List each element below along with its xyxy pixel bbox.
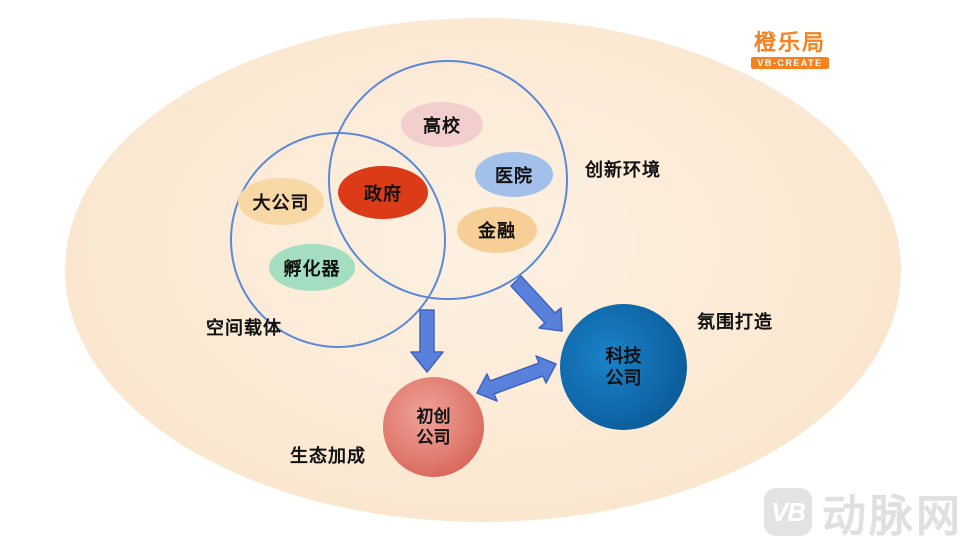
node-university: 高校 xyxy=(401,102,483,147)
node-incubator: 孵化器 xyxy=(269,244,355,291)
vb-badge-icon: VB xyxy=(764,488,812,536)
label-space-carrier: 空间载体 xyxy=(206,318,282,338)
tech-company-label-line1: 科技 xyxy=(605,345,642,366)
label-innovation-environment: 创新环境 xyxy=(585,160,661,180)
startup-company-label-line2: 公司 xyxy=(416,428,451,447)
node-incubator-label: 孵化器 xyxy=(283,258,341,279)
brand-logo-text: 橙乐局 xyxy=(753,30,826,55)
brand-logo-subtext: VB-CREATE xyxy=(751,57,829,70)
node-finance-label: 金融 xyxy=(478,221,516,241)
watermark-name: 动脉网 xyxy=(822,492,960,541)
watermark: VB 动脉网 xyxy=(764,480,960,544)
circle-tech-company: 科技 公司 xyxy=(560,304,687,430)
node-hospital: 医院 xyxy=(475,152,553,197)
node-government: 政府 xyxy=(338,166,428,219)
node-big-company: 大公司 xyxy=(238,178,324,225)
node-big-company-label: 大公司 xyxy=(252,192,310,213)
label-atmosphere-building: 氛围打造 xyxy=(697,312,773,332)
node-hospital-label: 医院 xyxy=(495,165,533,186)
venn-circle-innovation-env xyxy=(328,60,568,300)
brand-logo: 橙乐局 VB-CREATE xyxy=(751,30,829,70)
node-government-label: 政府 xyxy=(364,183,402,204)
startup-company-label-line1: 初创 xyxy=(416,406,451,426)
circle-startup-company: 初创 公司 xyxy=(383,377,484,477)
tech-company-label-line2: 公司 xyxy=(605,368,642,388)
label-ecosystem-bonus: 生态加成 xyxy=(290,446,366,466)
node-finance: 金融 xyxy=(457,207,537,253)
node-university-label: 高校 xyxy=(423,115,461,136)
